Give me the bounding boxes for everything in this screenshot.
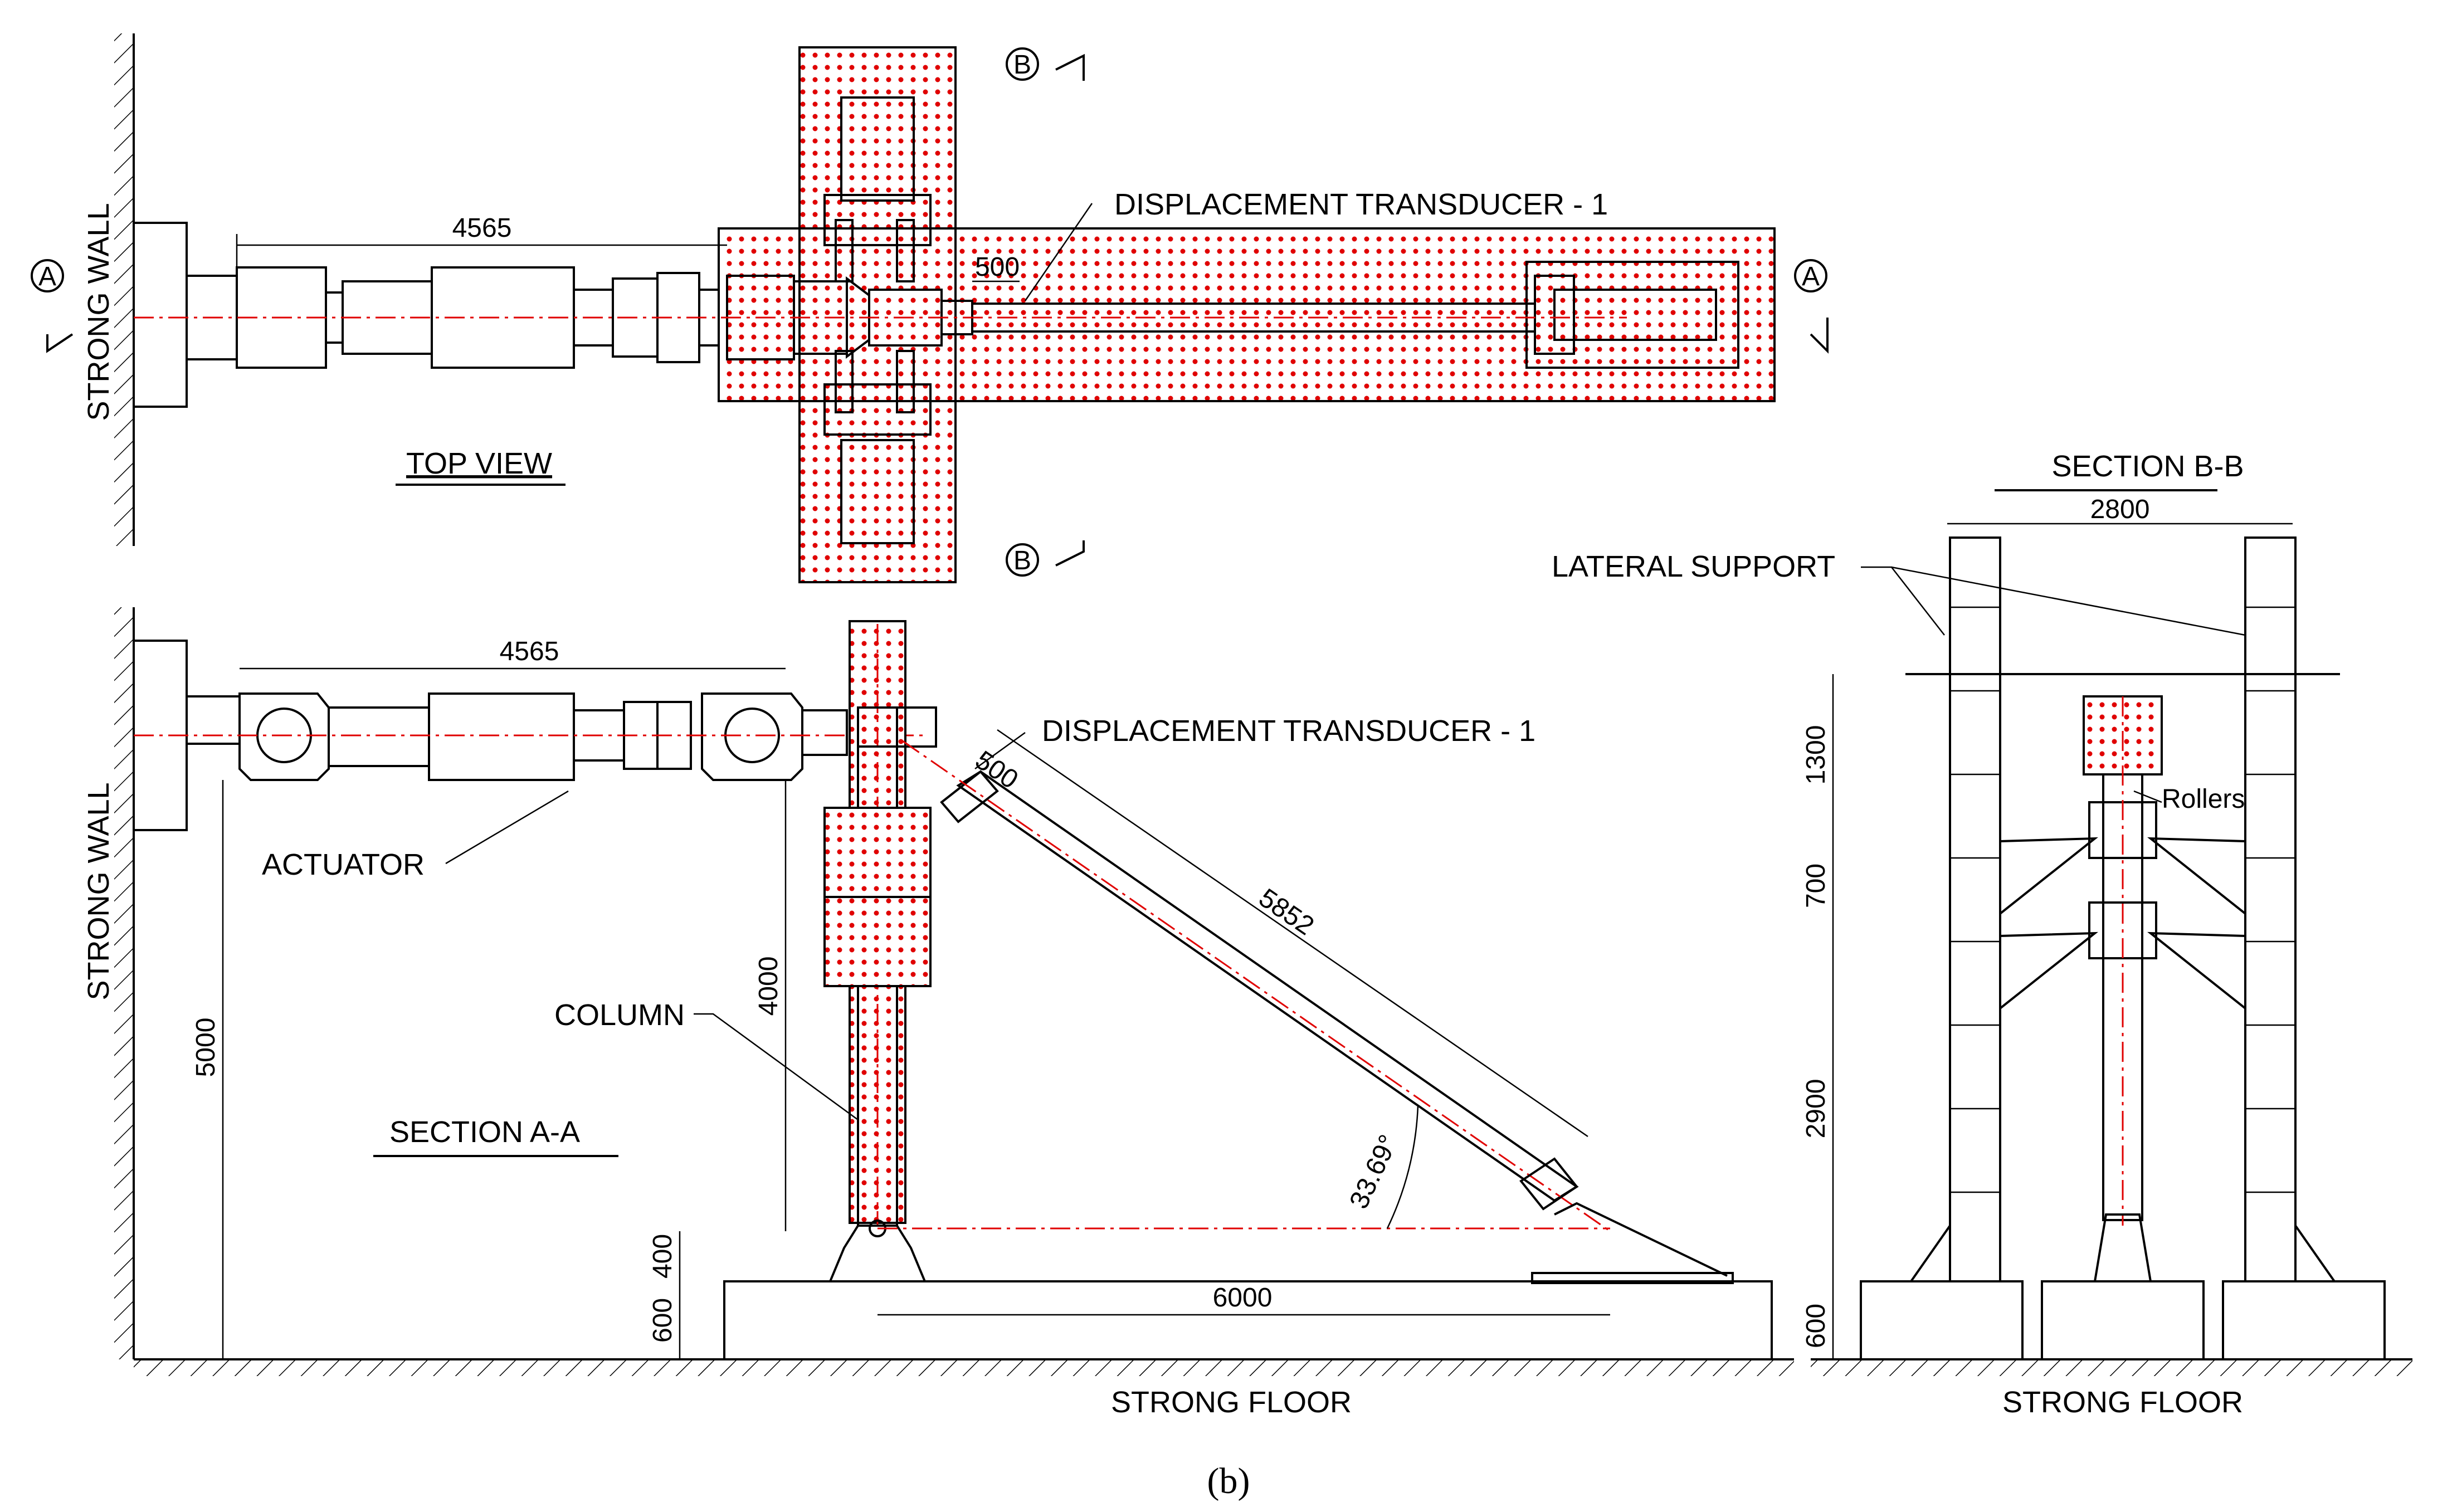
aa-dim-line-5852 bbox=[997, 729, 1588, 1138]
aa-base-block bbox=[723, 1280, 1773, 1360]
aa-dim-angle: 33.69° bbox=[1344, 1130, 1403, 1213]
bb-rollers-label: Rollers bbox=[2162, 784, 2245, 814]
section-aa: STRONG WALL STRONG FLOOR bbox=[82, 607, 1794, 1419]
bb-dim-2800: 2800 bbox=[2090, 495, 2150, 524]
top-transducer-leader bbox=[1024, 203, 1093, 301]
bb-lateral-support-leader-right bbox=[1891, 566, 2246, 636]
aa-dim-5000: 5000 bbox=[191, 1018, 221, 1077]
section-bb-title: SECTION B-B bbox=[2051, 450, 2244, 483]
aa-strong-wall-hatch bbox=[114, 607, 134, 1359]
aa-dim-5852: 5852 bbox=[1254, 883, 1319, 941]
section-aa-title: SECTION A-A bbox=[389, 1115, 580, 1149]
section-mark-b-top bbox=[1006, 47, 1039, 81]
top-wall-plate bbox=[133, 222, 188, 408]
section-mark-b-bottom bbox=[1006, 543, 1039, 577]
top-view-title: TOP VIEW bbox=[406, 447, 552, 480]
bb-frame-right bbox=[2244, 536, 2297, 1282]
aa-dim-400: 400 bbox=[648, 1234, 677, 1279]
aa-strong-wall-label: STRONG WALL bbox=[82, 782, 115, 1000]
svg-text:B: B bbox=[1013, 546, 1031, 575]
aa-column-label: COLUMN bbox=[554, 998, 685, 1032]
aa-dim-600: 600 bbox=[648, 1298, 677, 1343]
aa-actuator-leader bbox=[445, 790, 569, 865]
bb-dim-2900: 2900 bbox=[1801, 1079, 1831, 1139]
aa-brace bbox=[902, 740, 1734, 1284]
aa-actuator bbox=[186, 692, 848, 781]
top-transducer-label: DISPLACEMENT TRANSDUCER - 1 bbox=[1114, 188, 1608, 221]
bb-dim-1300: 1300 bbox=[1801, 725, 1831, 785]
aa-column-leader bbox=[694, 1013, 859, 1121]
figure-caption: (b) bbox=[1207, 1461, 1250, 1501]
section-mark-a-right bbox=[1794, 259, 1827, 292]
aa-dim-4000: 4000 bbox=[754, 957, 783, 1016]
svg-text:B: B bbox=[1013, 50, 1031, 80]
aa-dim-4565: 4565 bbox=[500, 637, 559, 666]
aa-angle-arc bbox=[1386, 1105, 1419, 1229]
top-far-anchor-frame bbox=[1525, 261, 1739, 369]
aa-column-plate-2 bbox=[823, 896, 932, 987]
section-mark-a-left bbox=[31, 259, 64, 292]
aa-actuator-label: ACTUATOR bbox=[262, 848, 425, 881]
top-view: STRONG WALL bbox=[31, 33, 1829, 583]
top-dim-500: 500 bbox=[975, 252, 1020, 282]
aa-strong-floor-label: STRONG FLOOR bbox=[1111, 1386, 1352, 1419]
bb-lateral-support-leader-left bbox=[1861, 566, 1945, 636]
svg-text:A: A bbox=[38, 262, 56, 291]
section-bb: SECTION B-B 2800 bbox=[1552, 450, 2412, 1419]
bb-frame-rungs bbox=[1950, 606, 2295, 1193]
aa-column-plate-1 bbox=[823, 807, 932, 898]
top-strong-wall-hatch bbox=[114, 33, 134, 546]
aa-transducer-label: DISPLACEMENT TRANSDUCER - 1 bbox=[1042, 714, 1535, 748]
bb-dim-600: 600 bbox=[1801, 1304, 1831, 1348]
bb-frame-left bbox=[1949, 536, 2001, 1282]
bb-foundation-right bbox=[2222, 1280, 2386, 1360]
top-dim-4565: 4565 bbox=[452, 213, 512, 243]
bb-strong-floor-label: STRONG FLOOR bbox=[2002, 1386, 2243, 1419]
top-strong-wall-label: STRONG WALL bbox=[82, 203, 115, 421]
bb-lateral-support-label: LATERAL SUPPORT bbox=[1552, 550, 1835, 583]
bb-foundation-center bbox=[2041, 1280, 2205, 1360]
aa-column-pin-base bbox=[828, 1225, 927, 1282]
top-long-slab bbox=[718, 227, 1776, 402]
bb-dim-700: 700 bbox=[1801, 864, 1831, 908]
svg-text:A: A bbox=[1802, 262, 1820, 291]
aa-dim-6000: 6000 bbox=[1213, 1283, 1273, 1313]
top-bolt-plates bbox=[823, 96, 932, 544]
bb-foundation-left bbox=[1860, 1280, 2024, 1360]
